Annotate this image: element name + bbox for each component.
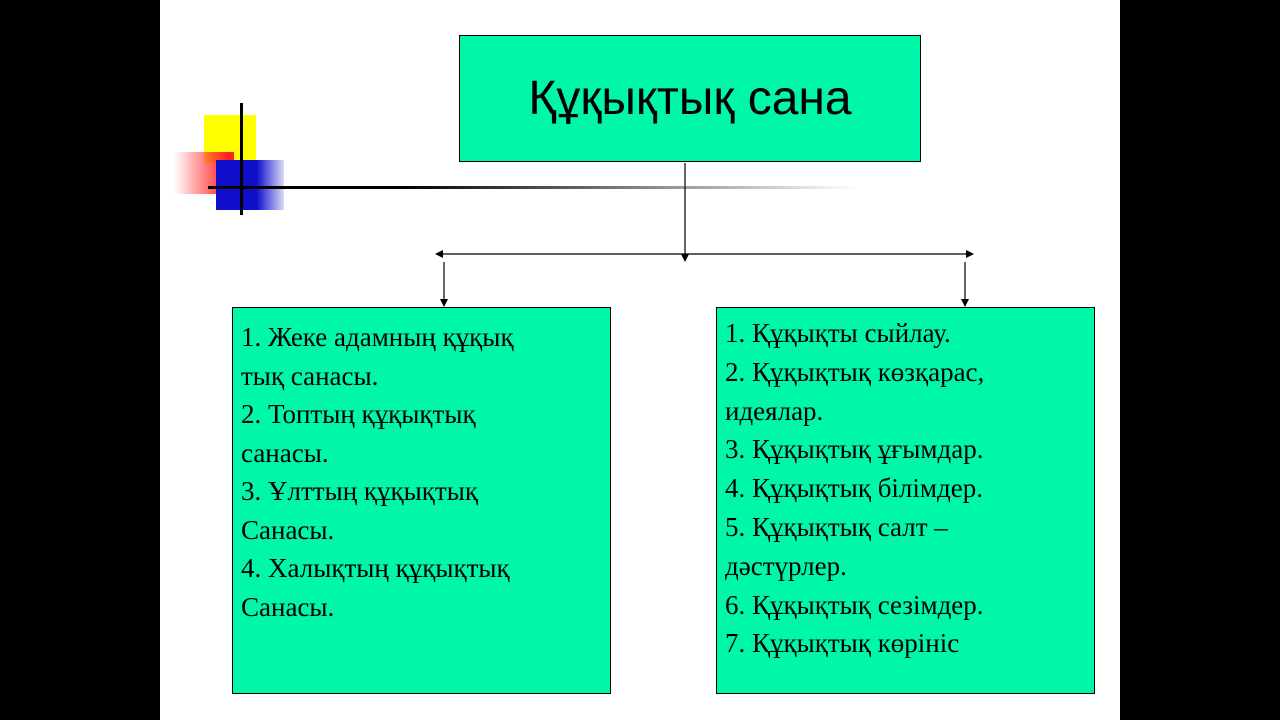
left-line: санасы.	[241, 437, 329, 468]
title-text: Құқықтық сана	[528, 72, 852, 125]
left-line: Санасы.	[241, 514, 335, 545]
left-box: 1. Жеке адамның құқық тық санасы. 2. Топ…	[232, 307, 611, 694]
left-line: 1. Жеке адамның құқық	[241, 322, 514, 352]
right-line: дәстүрлер.	[725, 550, 847, 581]
left-line: 4. Халықтың құқықтық	[241, 553, 510, 583]
title-box: Құқықтық сана	[459, 35, 921, 162]
right-line: 3. Құқықтық ұғымдар.	[725, 434, 984, 465]
vertical-deco-line	[240, 103, 243, 215]
right-line: 6. Құқықтық сезімдер.	[725, 589, 984, 620]
right-line: 5. Құқықтық салт –	[725, 511, 948, 542]
left-line: 2. Топтың құқықтық	[241, 399, 476, 429]
blue-square	[216, 160, 284, 210]
left-list: 1. Жеке адамның құқық тық санасы. 2. Топ…	[241, 318, 602, 626]
left-line: тық санасы.	[241, 360, 379, 391]
right-list: 1. Құқықты сыйлау. 2. Құқықтық көзқарас,…	[725, 314, 1086, 663]
left-line: 3. Ұлттың құқықтық	[241, 476, 478, 506]
right-line: идеялар.	[725, 395, 824, 426]
connector-arrows	[435, 163, 974, 307]
right-line: 1. Құқықты сыйлау.	[725, 318, 951, 348]
right-box: 1. Құқықты сыйлау. 2. Құқықтық көзқарас,…	[716, 307, 1095, 694]
horizontal-deco-line	[208, 186, 858, 189]
right-line: 7. Құқықтық көрініс	[725, 628, 960, 659]
left-line: Санасы.	[241, 591, 335, 622]
slide: Құқықтық сана 1. Жеке адамның құқық тық …	[160, 0, 1120, 720]
right-line: 4. Құқықтық білімдер.	[725, 473, 983, 504]
right-line: 2. Құқықтық көзқарас,	[725, 356, 985, 387]
